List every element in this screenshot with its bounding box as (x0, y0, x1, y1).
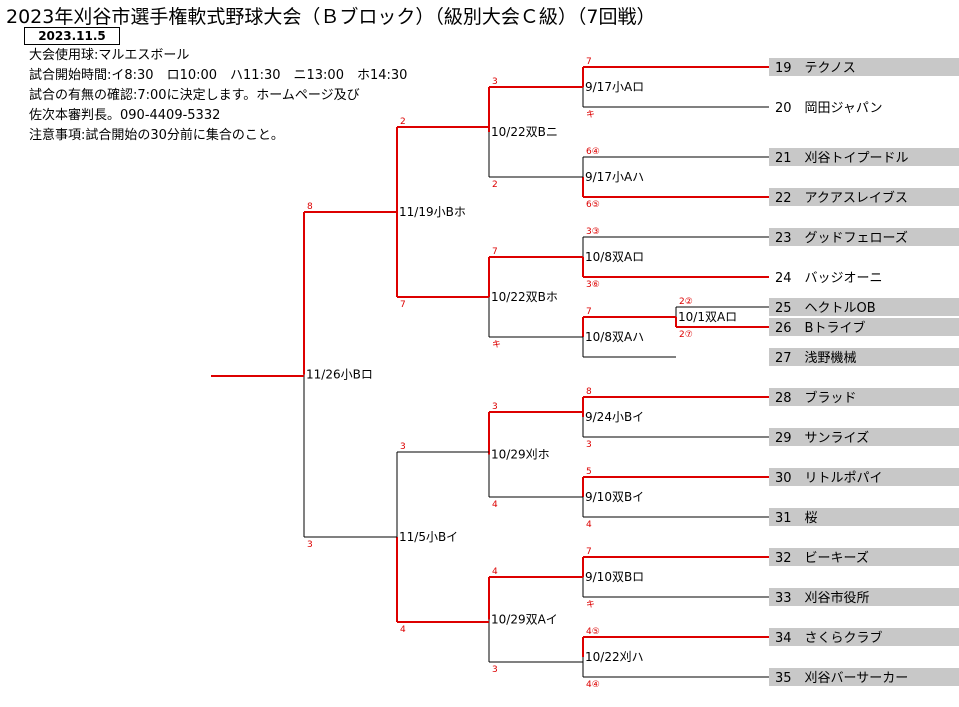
team-label: 29 サンライズ (775, 430, 869, 446)
team-label: 32 ビーキーズ (775, 550, 869, 566)
score-top: 3 (492, 77, 498, 87)
score-top: 3③ (586, 227, 600, 237)
score-top: 6④ (586, 147, 600, 157)
score-bottom: キ (586, 110, 595, 120)
score-bottom: 3 (586, 440, 592, 450)
score-top: 8 (307, 202, 313, 212)
score-bottom: 7 (400, 300, 406, 310)
score-top: 3 (492, 402, 498, 412)
team-label: 35 刈谷バーサーカー (775, 671, 908, 686)
match-label: 10/22双Bニ (491, 125, 558, 139)
score-top: 7 (586, 307, 592, 317)
score-bottom: 4 (586, 520, 592, 530)
team-label: 25 ヘクトルOB (775, 301, 876, 316)
team-label: 20 岡田ジャパン (775, 101, 883, 116)
score-bottom: 2⑦ (679, 330, 693, 340)
page-title: 2023年刈谷市選手権軟式野球大会（Ｂブロック）（級別大会Ｃ級）（7回戦） (6, 6, 656, 28)
team-label: 34 さくらクラブ (775, 630, 883, 646)
team-slot-bg (769, 548, 959, 566)
team-label: 28 ブラッド (775, 390, 857, 406)
match-label: 10/22双Bホ (491, 290, 558, 304)
score-top: 8 (586, 387, 592, 397)
score-top: 2 (400, 117, 406, 127)
score-bottom: キ (492, 340, 501, 350)
note-umpire: 佐次本審判長。090-4409-5332 (29, 108, 221, 123)
note-caution: 注意事項:試合開始の30分前に集合のこと。 (29, 128, 284, 143)
match-label: 11/19小Bホ (399, 205, 466, 219)
team-slots: 19 テクノス 20 岡田ジャパン 21 刈谷トイプードル 22 アクアスレイブス 23… (769, 58, 959, 686)
match-label: 9/10双Bイ (585, 490, 644, 504)
match-label: 10/29双Aイ (491, 613, 558, 627)
match-label: 10/29刈ホ (491, 448, 550, 462)
team-label: 33 刈谷市役所 (775, 590, 870, 606)
team-slot-bg (769, 388, 959, 406)
team-label: 22 アクアスレイブス (775, 190, 908, 206)
team-label: 30 リトルポパイ (775, 471, 883, 486)
note-start-times: 試合開始時間:イ8:30 ロ10:00 ハ11:30 ニ13:00 ホ14:30 (29, 68, 408, 83)
score-bottom: 3 (492, 665, 498, 675)
team-slot-bg (769, 348, 959, 366)
match-label: 11/5小Bイ (399, 530, 458, 544)
score-top: 3 (400, 442, 406, 452)
match-label: 10/1双Aロ (678, 310, 737, 324)
score-bottom: 3 (307, 540, 313, 550)
team-slot-bg (769, 668, 959, 686)
note-ball: 大会使用球:マルエスボール (29, 48, 190, 63)
team-label: 24 バッジオーニ (775, 271, 883, 286)
team-label: 31 桜 (775, 511, 818, 526)
score-top: 5 (586, 467, 592, 477)
score-bottom: 6⑤ (586, 200, 600, 210)
match-labels: 9/17小Aロ 7 キ 9/17小Aハ 6④ 6⑤ 10/8双Aロ 3③ 3⑥ 10/1双Aロ 2②… (306, 57, 737, 690)
team-label: 27 浅野機械 (775, 351, 857, 366)
bracket-lines (211, 66, 769, 678)
team-slot-bg (769, 508, 959, 526)
match-label: 10/22刈ハ (585, 650, 644, 664)
score-bottom: 4 (492, 500, 498, 510)
match-label: 9/24小Bイ (585, 410, 644, 424)
note-confirmation: 試合の有無の確認:7:00に決定します。ホームページ及び (29, 88, 360, 103)
team-slot-bg (769, 298, 959, 316)
team-label: 19 テクノス (775, 61, 856, 76)
match-label: 11/26小Bロ (306, 368, 373, 382)
team-slot-bg (769, 428, 959, 446)
match-label: 9/17小Aハ (585, 170, 644, 184)
team-slot-bg (769, 318, 959, 336)
score-top: 7 (492, 247, 498, 257)
date-badge: 2023.11.5 (24, 27, 120, 45)
match-label: 10/8双Aロ (585, 250, 644, 264)
team-slot-bg (769, 228, 959, 246)
team-label: 21 刈谷トイプードル (775, 151, 909, 166)
score-top: 7 (586, 57, 592, 67)
team-label: 23 グッドフェローズ (775, 230, 908, 246)
team-slot-bg (769, 468, 959, 486)
team-slot-bg (769, 148, 959, 166)
score-top: 4⑤ (586, 627, 600, 637)
team-slot-bg (769, 58, 959, 76)
match-label: 10/8双Aハ (585, 330, 644, 344)
team-label: 26 Bトライブ (775, 320, 865, 336)
score-top: 4 (492, 567, 498, 577)
score-top: 7 (586, 547, 592, 557)
team-slot-bg (769, 188, 959, 206)
team-slot-bg (769, 628, 959, 646)
score-bottom: 3⑥ (586, 280, 600, 290)
score-top: 2② (679, 297, 693, 307)
match-label: 9/17小Aロ (585, 80, 644, 94)
team-slot-bg (769, 588, 959, 606)
score-bottom: 4 (400, 625, 406, 635)
score-bottom: 4④ (586, 680, 600, 690)
score-bottom: 2 (492, 180, 498, 190)
match-label: 9/10双Bロ (585, 570, 644, 584)
score-bottom: キ (586, 600, 595, 610)
